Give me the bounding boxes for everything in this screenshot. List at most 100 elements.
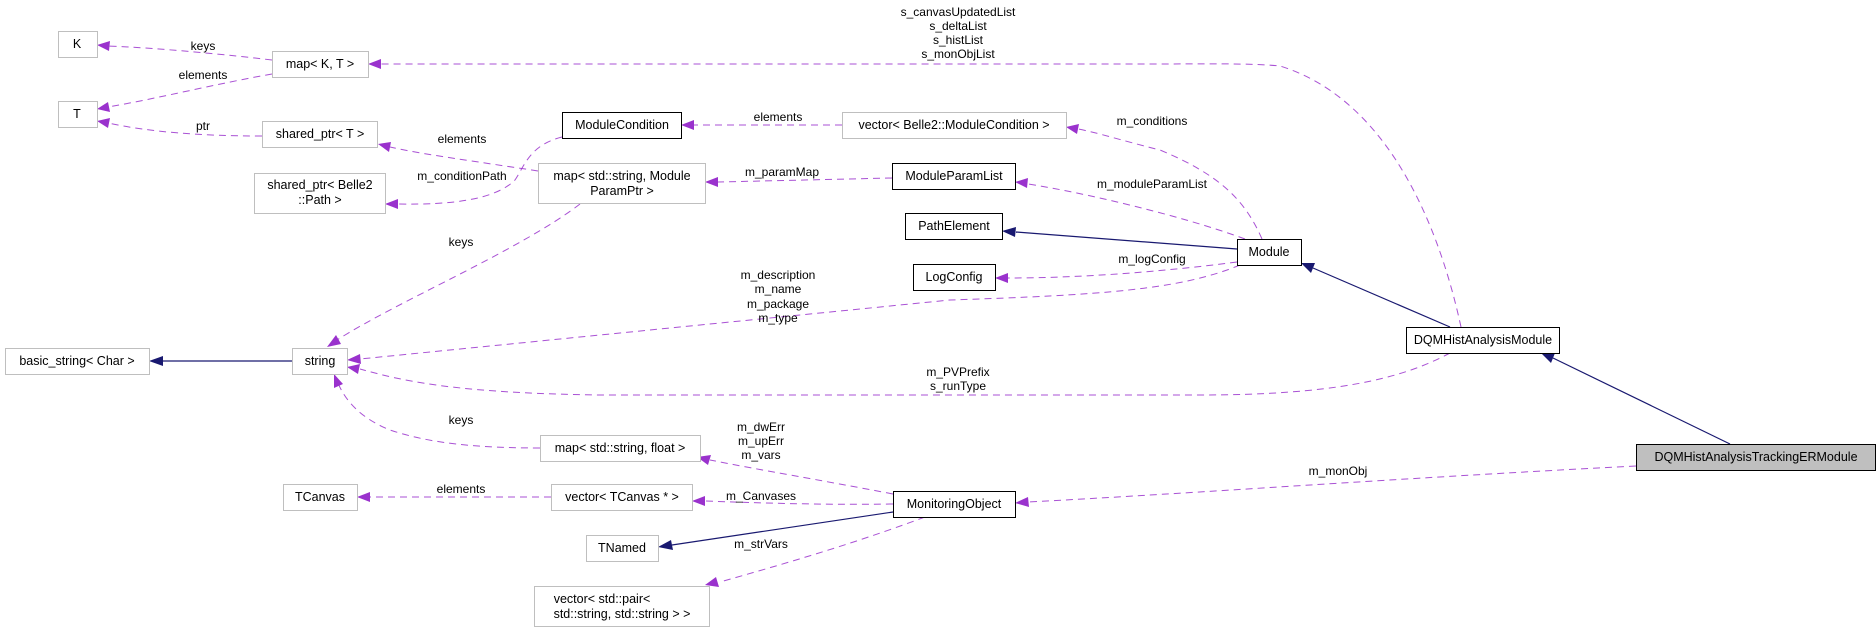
node-monitoring-object[interactable]: MonitoringObject bbox=[893, 491, 1016, 518]
edge-label-monobj-map-2: m_vars bbox=[741, 448, 780, 462]
edge-module-param-list-to-map-param bbox=[717, 177, 893, 183]
node-label: ModuleParamList bbox=[905, 169, 1003, 183]
node-label: vector< Belle2::ModuleCondition > bbox=[858, 118, 1049, 132]
edge-label-static-list-3: s_monObjList bbox=[921, 47, 995, 61]
inheritance-arrowhead bbox=[1541, 353, 1555, 363]
edge-label-module-string-2: m_package bbox=[747, 297, 809, 311]
edge-map-kt-to-t bbox=[107, 73, 273, 108]
node-label: ModuleCondition bbox=[575, 118, 669, 132]
node-tcanvas[interactable]: TCanvas bbox=[283, 484, 358, 511]
edge-monobj-to-map-float bbox=[709, 459, 894, 495]
edge-label-module-string-1: m_name bbox=[755, 282, 802, 296]
node-log-config[interactable]: LogConfig bbox=[913, 264, 996, 291]
node-path-element[interactable]: PathElement bbox=[905, 213, 1003, 240]
edge-label-module-string-0: m_description bbox=[741, 268, 816, 282]
edge-label-map-param-elements: elements bbox=[438, 132, 487, 146]
edge-dqm-inherits-module[interactable] bbox=[1312, 267, 1451, 328]
edge-module-to-log-config bbox=[1007, 261, 1238, 279]
edge-dqm-to-string bbox=[359, 352, 1451, 396]
node-map-k-t[interactable]: map< K, T > bbox=[272, 51, 369, 78]
node-string[interactable]: string bbox=[292, 348, 348, 375]
edge-label-module-string-3: m_type bbox=[758, 311, 798, 325]
node-vector-module-condition[interactable]: vector< Belle2::ModuleCondition > bbox=[842, 112, 1067, 139]
arrowhead bbox=[385, 199, 398, 209]
node-label: Module bbox=[1249, 245, 1290, 259]
node-tnamed[interactable]: TNamed bbox=[586, 535, 659, 562]
node-label: TCanvas bbox=[295, 490, 345, 504]
node-label: PathElement bbox=[918, 219, 990, 233]
inheritance-arrowhead bbox=[1002, 227, 1016, 237]
edge-label-elements: elements bbox=[179, 68, 228, 82]
arrowhead bbox=[1015, 178, 1028, 188]
node-map-string-float[interactable]: map< std::string, float > bbox=[540, 435, 701, 462]
edge-map-param-to-shared-ptr bbox=[389, 146, 539, 172]
edge-shared-ptr-to-t bbox=[107, 122, 263, 137]
node-basic-string[interactable]: basic_string< Char > bbox=[5, 348, 150, 375]
arrowhead bbox=[705, 577, 719, 587]
node-label-line-2: ParamPtr > bbox=[590, 184, 654, 198]
edge-label-m-param-map: m_paramMap bbox=[745, 165, 819, 179]
node-label: TNamed bbox=[598, 541, 646, 555]
arrowhead bbox=[97, 102, 110, 112]
edge-label-m-module-param-list: m_moduleParamList bbox=[1097, 177, 1208, 191]
node-label: MonitoringObject bbox=[907, 497, 1002, 511]
edge-tracking-er-inherits-dqm[interactable] bbox=[1552, 357, 1731, 445]
edge-label-static-list-0: s_canvasUpdatedList bbox=[901, 5, 1016, 19]
node-label: shared_ptr< T > bbox=[276, 127, 365, 141]
edge-label-m-condition-path: m_conditionPath bbox=[417, 169, 506, 183]
node-module[interactable]: Module bbox=[1237, 239, 1302, 266]
edge-monobj-to-vector-pair bbox=[719, 516, 926, 583]
inheritance-arrowhead bbox=[658, 540, 673, 550]
edge-map-float-to-string bbox=[337, 382, 541, 449]
edge-label-m-canvases: m_Canvases bbox=[726, 489, 796, 503]
node-dqm-hist-analysis-tracking-er-module[interactable]: DQMHistAnalysisTrackingERModule bbox=[1636, 444, 1876, 471]
arrowhead bbox=[334, 374, 343, 388]
arrowhead bbox=[97, 118, 110, 128]
node-dqm-hist-analysis-module[interactable]: DQMHistAnalysisModule bbox=[1406, 327, 1560, 354]
node-vector-pair-string[interactable]: vector< std::pair< std::string, std::str… bbox=[534, 586, 710, 627]
arrowhead bbox=[995, 273, 1008, 283]
node-module-condition[interactable]: ModuleCondition bbox=[562, 112, 682, 139]
edge-label-monobj-map-1: m_upErr bbox=[738, 434, 784, 448]
node-label: DQMHistAnalysisModule bbox=[1414, 333, 1552, 347]
edge-label-vector-cond-elements: elements bbox=[754, 110, 803, 124]
node-map-string-module-param-ptr[interactable]: map< std::string, Module ParamPtr > bbox=[538, 163, 706, 204]
arrowhead bbox=[97, 41, 110, 51]
edge-module-to-string bbox=[359, 264, 1241, 360]
inheritance-arrowhead bbox=[149, 356, 163, 366]
node-shared-ptr-t[interactable]: shared_ptr< T > bbox=[262, 121, 378, 148]
node-vector-tcanvas[interactable]: vector< TCanvas * > bbox=[551, 484, 693, 511]
node-shared-ptr-path[interactable]: shared_ptr< Belle2 ::Path > bbox=[254, 173, 386, 214]
node-k[interactable]: K bbox=[58, 31, 98, 58]
edge-dqm-to-map-kt bbox=[380, 63, 1462, 328]
edge-module-inherits-path-element[interactable] bbox=[1015, 231, 1238, 250]
node-label: map< K, T > bbox=[286, 57, 354, 71]
edge-module-to-module-param-list bbox=[1027, 183, 1246, 240]
node-t[interactable]: T bbox=[58, 101, 98, 128]
arrowhead bbox=[347, 354, 361, 364]
edge-monobj-to-vector-tcanvas bbox=[704, 500, 894, 505]
edge-monobj-inherits-tnamed[interactable] bbox=[671, 511, 894, 546]
edge-label-dqm-string-0: m_PVPrefix bbox=[926, 365, 989, 379]
edge-label-static-list-2: s_histList bbox=[933, 33, 984, 47]
inheritance-arrowhead bbox=[1301, 263, 1315, 273]
arrowhead bbox=[378, 142, 391, 152]
arrowhead bbox=[705, 177, 718, 187]
edge-label-m-str-vars: m_strVars bbox=[734, 537, 788, 551]
arrowhead bbox=[1066, 124, 1079, 134]
node-label: basic_string< Char > bbox=[19, 354, 134, 368]
edge-map-kt-to-k bbox=[107, 45, 273, 61]
node-label-line-1: map< std::string, Module bbox=[553, 169, 690, 183]
arrowhead bbox=[327, 335, 341, 347]
edge-label-m-mon-obj: m_monObj bbox=[1309, 464, 1368, 478]
node-label: vector< TCanvas * > bbox=[565, 490, 679, 504]
arrowhead bbox=[357, 492, 370, 502]
edge-label-ptr: ptr bbox=[196, 119, 210, 133]
node-label: T bbox=[73, 107, 81, 121]
edge-label-tcanvas-elements: elements bbox=[437, 482, 486, 496]
node-label-line-2: ::Path > bbox=[298, 193, 341, 207]
node-module-param-list[interactable]: ModuleParamList bbox=[892, 163, 1016, 190]
arrowhead bbox=[368, 59, 381, 69]
node-label: LogConfig bbox=[926, 270, 983, 284]
